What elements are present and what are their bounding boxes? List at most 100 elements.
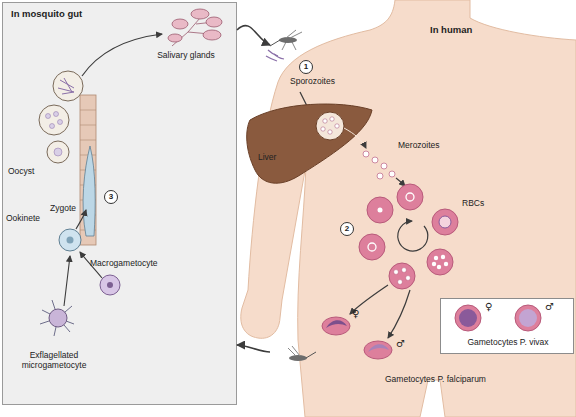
mosquito-body	[279, 37, 297, 43]
panel-heading: In mosquito gut	[11, 8, 211, 19]
mosquito-wing	[290, 32, 302, 38]
macrogametocyte-nucleus	[107, 282, 113, 288]
microgametocyte	[49, 309, 67, 327]
merozoite	[363, 151, 369, 157]
stage-label: Exflagellated microgametocyte	[12, 350, 96, 370]
oocyst	[47, 141, 69, 163]
zygote-nucleus	[67, 237, 74, 244]
merozoite	[323, 119, 327, 123]
gut-wall-band	[80, 95, 96, 245]
sporozoite	[268, 50, 278, 56]
sporozoite-arrow	[82, 34, 162, 76]
oocyst	[39, 105, 69, 135]
merozoite	[434, 256, 438, 260]
merozoite-entry	[378, 208, 383, 213]
gut-wall	[80, 95, 96, 245]
mosquito-wing	[292, 346, 300, 356]
transmission-arrow	[237, 26, 270, 45]
gland-lobe	[203, 30, 221, 40]
stage-label: Salivary glands	[156, 50, 216, 60]
parasite	[459, 309, 477, 327]
gland-lobe	[172, 19, 188, 29]
male-gametocyte	[515, 305, 541, 331]
schizont	[432, 255, 448, 269]
liver	[247, 104, 372, 183]
salivary-glands	[168, 9, 222, 46]
red-blood-cell	[389, 263, 415, 289]
arrow-to-gametocyte	[388, 290, 410, 338]
callout-number: 2	[340, 222, 354, 236]
merozoite	[444, 262, 448, 266]
stage-arrow	[64, 256, 70, 306]
oocyst-nuclei	[46, 112, 63, 129]
female-symbol: ♀	[352, 308, 366, 319]
stage-label: Macrogametocyte	[90, 258, 170, 268]
merozoite	[441, 255, 445, 259]
panel-heading: In human	[430, 24, 520, 35]
male-symbol: ♂	[396, 338, 410, 349]
nucleus	[50, 124, 55, 129]
red-blood-cell	[432, 209, 458, 235]
stage-arrow	[76, 210, 86, 229]
red-blood-cell	[367, 197, 393, 223]
cell-label: RBCs	[462, 198, 502, 208]
liver-schizont	[321, 117, 339, 134]
ring-stage	[368, 243, 376, 251]
infected-hepatocyte	[316, 112, 344, 140]
mosquito-proboscis	[306, 352, 316, 358]
merozoite	[377, 173, 383, 179]
sporozoites	[266, 50, 284, 61]
ring-stage	[406, 193, 414, 201]
flagella	[40, 300, 74, 336]
mosquito-proboscis	[270, 40, 280, 46]
sporozoites-inside	[58, 78, 74, 94]
female-symbol: ♀	[485, 301, 499, 312]
stage-label: Gametocytes P. vivax	[445, 337, 571, 347]
human-silhouette	[241, 0, 576, 417]
released-merozoites	[363, 151, 395, 179]
merozoite	[394, 270, 399, 275]
merozoite	[372, 157, 378, 163]
cycle-arrow	[398, 221, 428, 251]
arrow-to-rbc	[396, 178, 405, 186]
merozoite	[437, 265, 441, 269]
sporozoite	[274, 54, 284, 59]
merozoite	[398, 280, 403, 285]
mosquito-bottom	[288, 346, 316, 361]
trophozoite	[439, 216, 451, 228]
callout-number: 3	[104, 190, 118, 204]
oocysts	[39, 71, 83, 163]
merozoite	[328, 130, 332, 134]
mosquito-leg	[292, 42, 296, 50]
oocyst	[53, 71, 83, 101]
male-symbol: ♂	[545, 301, 559, 312]
male-gametocyte	[364, 341, 392, 359]
crescent-parasite	[368, 344, 389, 352]
sporozoite	[266, 56, 277, 61]
merozoite	[321, 127, 325, 131]
stage-label: Merozoites	[398, 140, 458, 150]
merozoite	[432, 262, 436, 266]
liver-arrow	[344, 128, 366, 148]
stage-label: Oocyst	[8, 166, 58, 176]
bursting-schizont	[394, 268, 411, 285]
nucleus	[46, 114, 51, 119]
gland-lobe	[168, 34, 182, 42]
human-body-region: In human ♀ ♂ Gametocytes P. vivax	[270, 0, 576, 417]
transmission-arrow	[237, 345, 270, 352]
gland-lobe	[206, 17, 222, 27]
merozoite	[381, 163, 387, 169]
nucleus	[54, 148, 62, 156]
zygote	[59, 229, 81, 251]
merozoite	[330, 117, 334, 121]
callout-number: 1	[299, 60, 313, 74]
gland-lobe	[191, 9, 209, 19]
crescent-parasite	[326, 320, 347, 328]
mosquito-body	[289, 355, 307, 361]
mosquito-gut-panel: In mosquito gut	[2, 2, 237, 405]
exflagellated-microgametocyte	[40, 300, 74, 336]
